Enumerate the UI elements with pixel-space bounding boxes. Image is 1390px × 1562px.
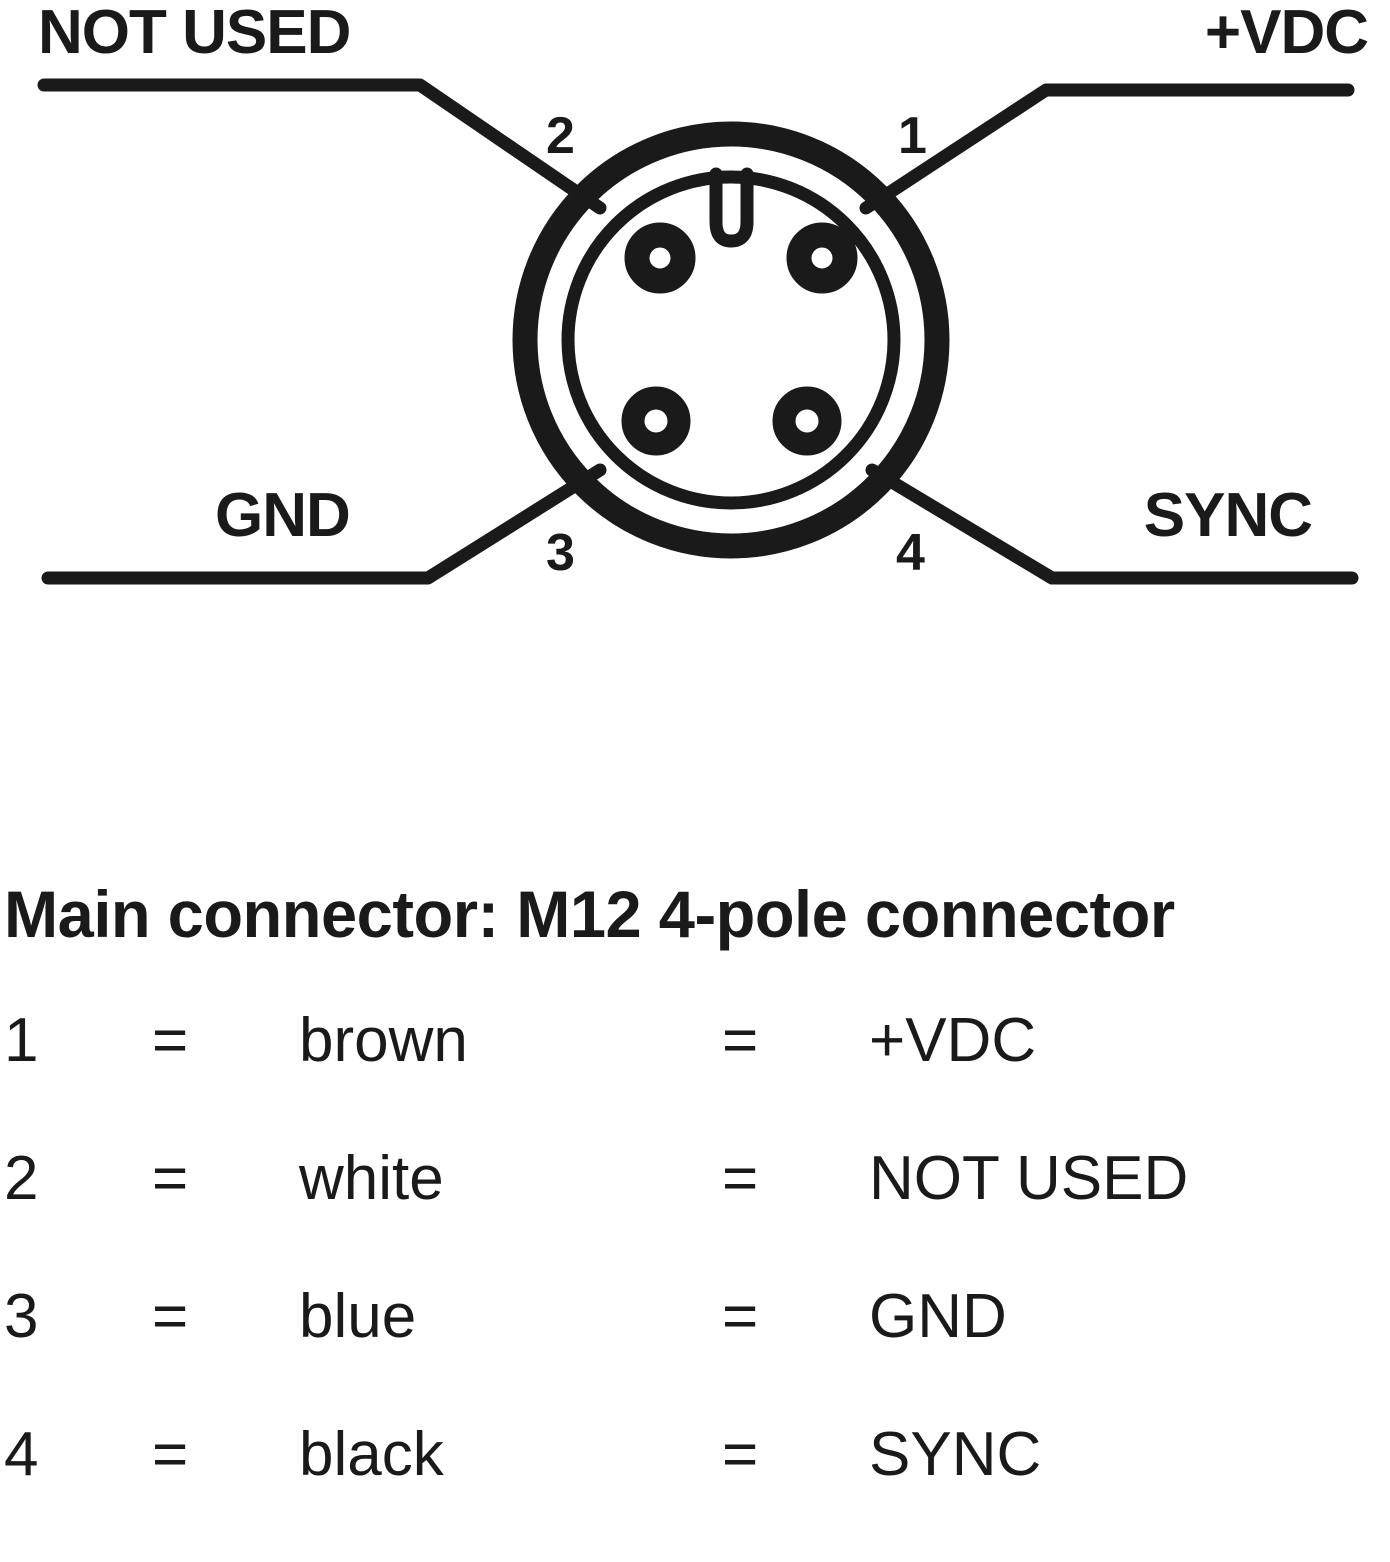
callout-label-gnd: GND <box>215 481 351 550</box>
table-row: 3 = blue = GND <box>0 1286 1390 1424</box>
connector-caption: Main connector: M12 4-pole connector <box>4 877 1175 951</box>
table-row: 2 = white = NOT USED <box>0 1148 1390 1286</box>
leader-line-vdc <box>859 83 1355 215</box>
connector-drawing <box>37 78 1359 585</box>
equals-sign-right: = <box>722 1282 759 1351</box>
leader-line-sync <box>865 463 1359 585</box>
leader-line-gnd <box>41 463 607 585</box>
pin-socket-2 <box>624 222 696 294</box>
pin-number-cell: 2 <box>4 1144 39 1213</box>
equals-sign-right: = <box>722 1006 759 1075</box>
pin-number-2: 2 <box>546 107 575 165</box>
pin-function-cell: NOT USED <box>869 1144 1189 1213</box>
keyway-notch-icon <box>709 167 754 248</box>
pin-number-1: 1 <box>898 107 927 165</box>
pin-function-cell: SYNC <box>869 1420 1042 1489</box>
pin-socket-4 <box>772 386 842 456</box>
pin-socket-1 <box>786 222 858 294</box>
callout-label-sync: SYNC <box>1143 481 1313 550</box>
wire-color-cell: brown <box>299 1006 468 1075</box>
pin-function-cell: +VDC <box>869 1006 1037 1075</box>
connector-inner-circle <box>561 170 901 510</box>
connector-outer-ring <box>512 121 950 559</box>
pin-number-cell: 3 <box>4 1282 39 1351</box>
table-row: 1 = brown = +VDC <box>0 1010 1390 1148</box>
equals-sign-left: = <box>152 1420 189 1489</box>
pin-assignment-table: 1 = brown = +VDC 2 = white = NOT USED 3 … <box>0 1010 1390 1562</box>
equals-sign-right: = <box>722 1144 759 1213</box>
table-row: 4 = black = SYNC <box>0 1424 1390 1562</box>
pin-number-cell: 1 <box>4 1006 39 1075</box>
equals-sign-left: = <box>152 1006 189 1075</box>
wire-color-cell: white <box>299 1144 444 1213</box>
connector-diagram: NOT USED +VDC GND SYNC 1 2 3 4 <box>0 0 1390 640</box>
pin-number-3: 3 <box>546 524 575 582</box>
equals-sign-left: = <box>152 1282 189 1351</box>
callout-label-vdc: +VDC <box>1204 0 1369 67</box>
pin-number-4: 4 <box>896 524 925 582</box>
leader-line-not-used <box>37 78 607 215</box>
pin-number-cell: 4 <box>4 1420 39 1489</box>
pin-socket-3 <box>621 386 691 456</box>
equals-sign-left: = <box>152 1144 189 1213</box>
callout-label-not-used: NOT USED <box>38 0 351 67</box>
pin-function-cell: GND <box>869 1282 1007 1351</box>
wire-color-cell: blue <box>299 1282 417 1351</box>
equals-sign-right: = <box>722 1420 759 1489</box>
wire-color-cell: black <box>299 1420 444 1489</box>
